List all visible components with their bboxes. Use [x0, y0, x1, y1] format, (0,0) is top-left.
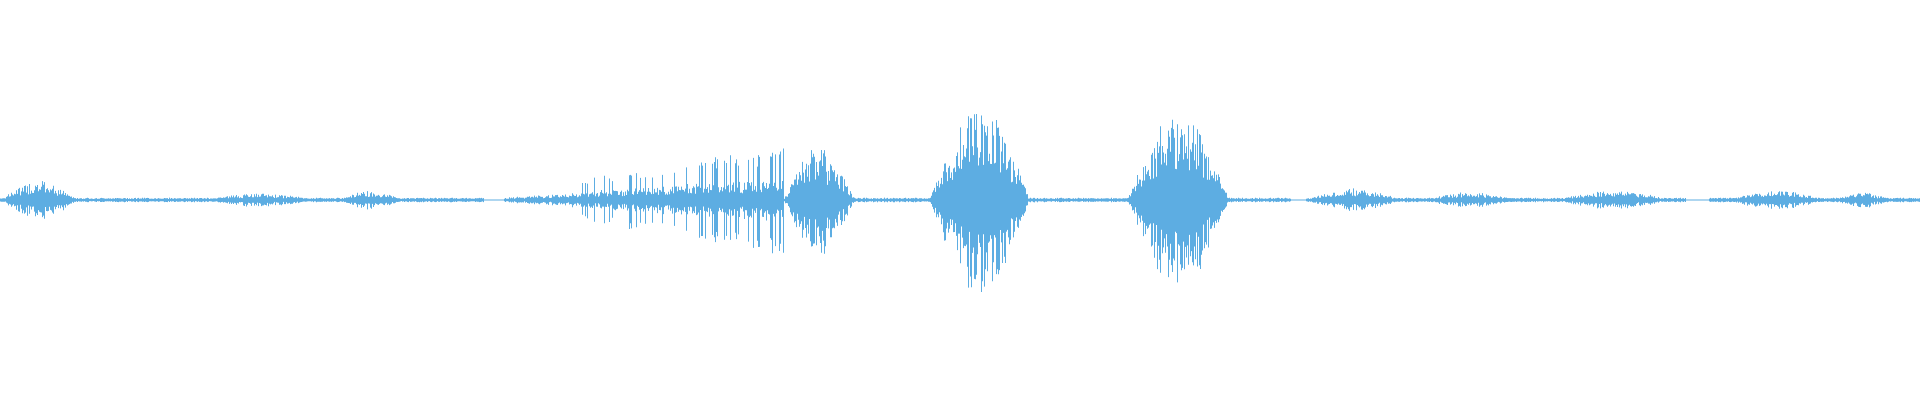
waveform-samples — [0, 114, 1920, 292]
